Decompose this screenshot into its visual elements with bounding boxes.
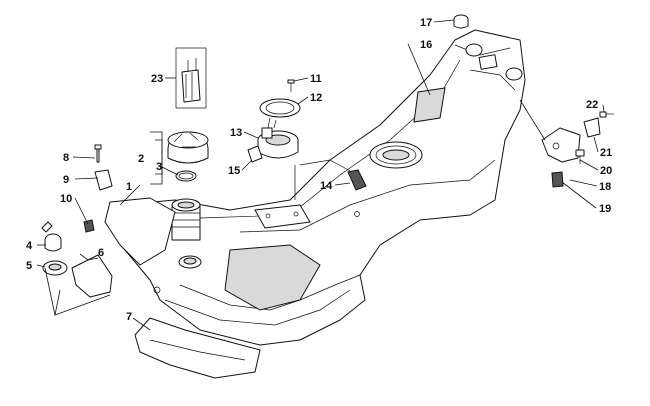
callout-18: 18 [599, 181, 611, 193]
callout-12: 12 [310, 92, 322, 104]
leader-lines [36, 19, 605, 331]
callout-23: 23 [151, 73, 163, 85]
nut-19 [551, 171, 564, 188]
callout-2: 2 [138, 153, 144, 165]
callout-7: 7 [126, 311, 132, 323]
fastener-10 [83, 219, 95, 233]
callout-22: 22 [586, 99, 598, 111]
lower-skid-plate [134, 317, 261, 379]
splash-guard [71, 254, 113, 298]
callout-15: 15 [228, 165, 240, 177]
callout-8: 8 [63, 152, 69, 164]
fuel-cap [167, 131, 209, 164]
gasket-12 [259, 98, 301, 118]
plug-17 [453, 14, 469, 29]
fuel-tank [109, 29, 526, 346]
callout-17: 17 [420, 17, 432, 29]
filler-neck [171, 198, 201, 241]
callout-14: 14 [320, 180, 333, 192]
callout-4: 4 [26, 240, 33, 252]
clip-21 [583, 117, 601, 138]
decal-label [413, 87, 446, 123]
screw-8 [94, 144, 102, 163]
callout-5: 5 [26, 260, 32, 272]
callout-19: 19 [599, 203, 611, 215]
callout-3: 3 [156, 161, 162, 173]
screw-11 [287, 79, 295, 92]
callout-9: 9 [63, 174, 69, 186]
callout-labels: 1 2 3 4 5 6 7 8 9 10 11 12 13 14 15 16 1… [26, 17, 612, 323]
callout-6: 6 [98, 247, 104, 259]
grommet-5 [42, 260, 68, 276]
connector-15 [247, 145, 263, 163]
front-cover-plate [104, 197, 176, 266]
fuel-sender-14 [299, 159, 367, 191]
callout-20: 20 [600, 165, 612, 177]
callout-21: 21 [600, 147, 612, 159]
screw-22 [599, 111, 614, 118]
clip-9 [94, 169, 113, 191]
callout-1: 1 [126, 181, 132, 193]
callout-10: 10 [60, 193, 72, 205]
sensor-23 [175, 47, 207, 109]
bolt-20 [575, 149, 585, 164]
fuel-pump-13 [257, 117, 299, 159]
callout-16: 16 [420, 39, 432, 51]
callout-13: 13 [230, 127, 242, 139]
vent-valve-4 [41, 221, 62, 252]
bracket-18 [541, 127, 581, 163]
callout-11: 11 [310, 73, 322, 85]
